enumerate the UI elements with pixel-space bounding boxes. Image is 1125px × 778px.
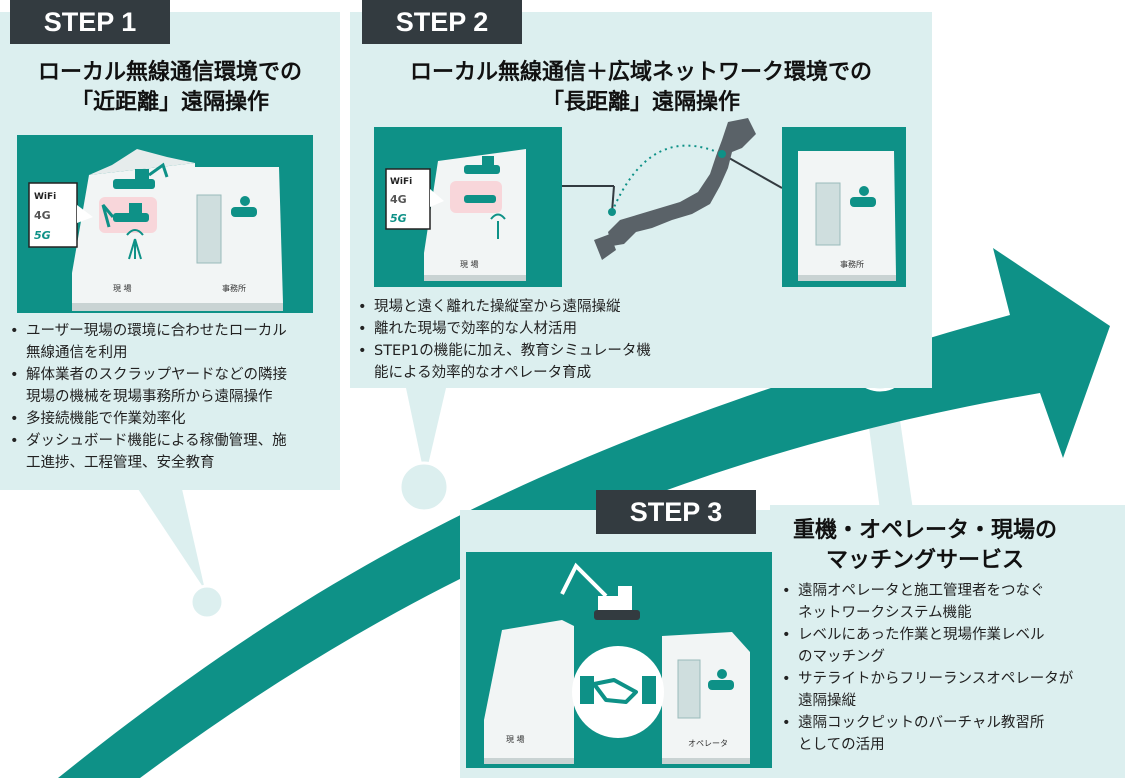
step3-title: 重機・オペレータ・現場の マッチングサービス <box>770 516 1080 576</box>
step1-title: ローカル無線通信環境での 「近距離」遠隔操作 <box>0 58 340 118</box>
step2-title-line: 「長距離」遠隔操作 <box>541 90 740 115</box>
operator-label: オペレータ <box>688 739 728 748</box>
step3-title-line: 重機・オペレータ・現場の <box>792 518 1057 543</box>
step2-site-illustration: 現 場 WiFi 4G 5G <box>374 127 562 287</box>
step3-callout-tail <box>868 420 913 510</box>
step2-office-illustration: 事務所 <box>782 127 906 287</box>
site-building <box>484 620 574 758</box>
list-item: 現場と遠く離れた操縦室から遠隔操縦 <box>356 296 686 318</box>
step2-badge: STEP 2 <box>362 0 522 44</box>
step2-title: ローカル無線通信＋広域ネットワーク環境での 「長距離」遠隔操作 <box>350 58 932 118</box>
5g-icon: 5G <box>34 229 51 242</box>
monitor-wall <box>677 659 701 719</box>
step2-title-line: ローカル無線通信＋広域ネットワーク環境での <box>409 60 872 85</box>
operator-icon <box>708 669 734 690</box>
step2-callout-tail <box>406 388 446 478</box>
wifi-icon: WiFi <box>34 192 56 202</box>
excavator-icon <box>560 562 640 620</box>
lte-icon: 4G <box>390 193 407 206</box>
step1-illustration: 現 場 事務所 WiFi 4G 5G <box>17 135 313 313</box>
handshake-icon <box>580 676 656 704</box>
step1-milestone <box>189 584 225 620</box>
lte-icon: 4G <box>34 209 51 222</box>
operator-icon <box>231 196 257 217</box>
list-item: 離れた現場で効率的な人材活用 <box>356 318 686 340</box>
japan-island-shape <box>608 118 756 246</box>
monitor-wall <box>815 182 841 246</box>
wireless-box <box>28 182 78 248</box>
japan-map <box>562 118 783 260</box>
site-label: 現 場 <box>506 734 525 744</box>
list-item: 多接続機能で作業効率化 <box>8 408 338 430</box>
step1-callout-tail <box>138 489 205 590</box>
office-label: 事務所 <box>222 283 246 293</box>
step3-badge: STEP 3 <box>596 490 756 534</box>
wifi-icon: WiFi <box>390 177 412 187</box>
office-label: 事務所 <box>840 259 864 269</box>
step1-title-line: 「近距離」遠隔操作 <box>70 90 269 115</box>
origin-point <box>608 208 616 216</box>
operator-icon <box>850 186 876 207</box>
site-label: 現 場 <box>113 283 132 293</box>
5g-icon: 5G <box>390 212 407 225</box>
excavator-icon <box>113 162 169 189</box>
step3-illustration: 現 場 オペレータ <box>466 552 772 768</box>
step3-panel-top <box>770 505 1125 515</box>
excavator-icon-highlighted <box>99 197 157 233</box>
monitor-wall <box>196 194 222 264</box>
step2-bullet-list: 現場と遠く離れた操縦室から遠隔操縦 離れた現場で効率的な人材活用 STEP1の機… <box>356 296 686 384</box>
excavator-icon <box>464 156 500 174</box>
antenna-icon <box>126 229 144 260</box>
step2-milestone <box>398 461 450 513</box>
office-building <box>179 167 283 303</box>
antenna-icon <box>490 213 506 239</box>
step1-title-line: ローカル無線通信環境での <box>37 60 302 85</box>
excavator-icon-highlighted <box>450 181 502 213</box>
site-label: 現 場 <box>460 259 479 269</box>
wireless-box <box>385 168 431 230</box>
step3-title-line: マッチングサービス <box>825 548 1024 573</box>
destination-point <box>718 150 726 158</box>
step1-badge: STEP 1 <box>10 0 170 44</box>
